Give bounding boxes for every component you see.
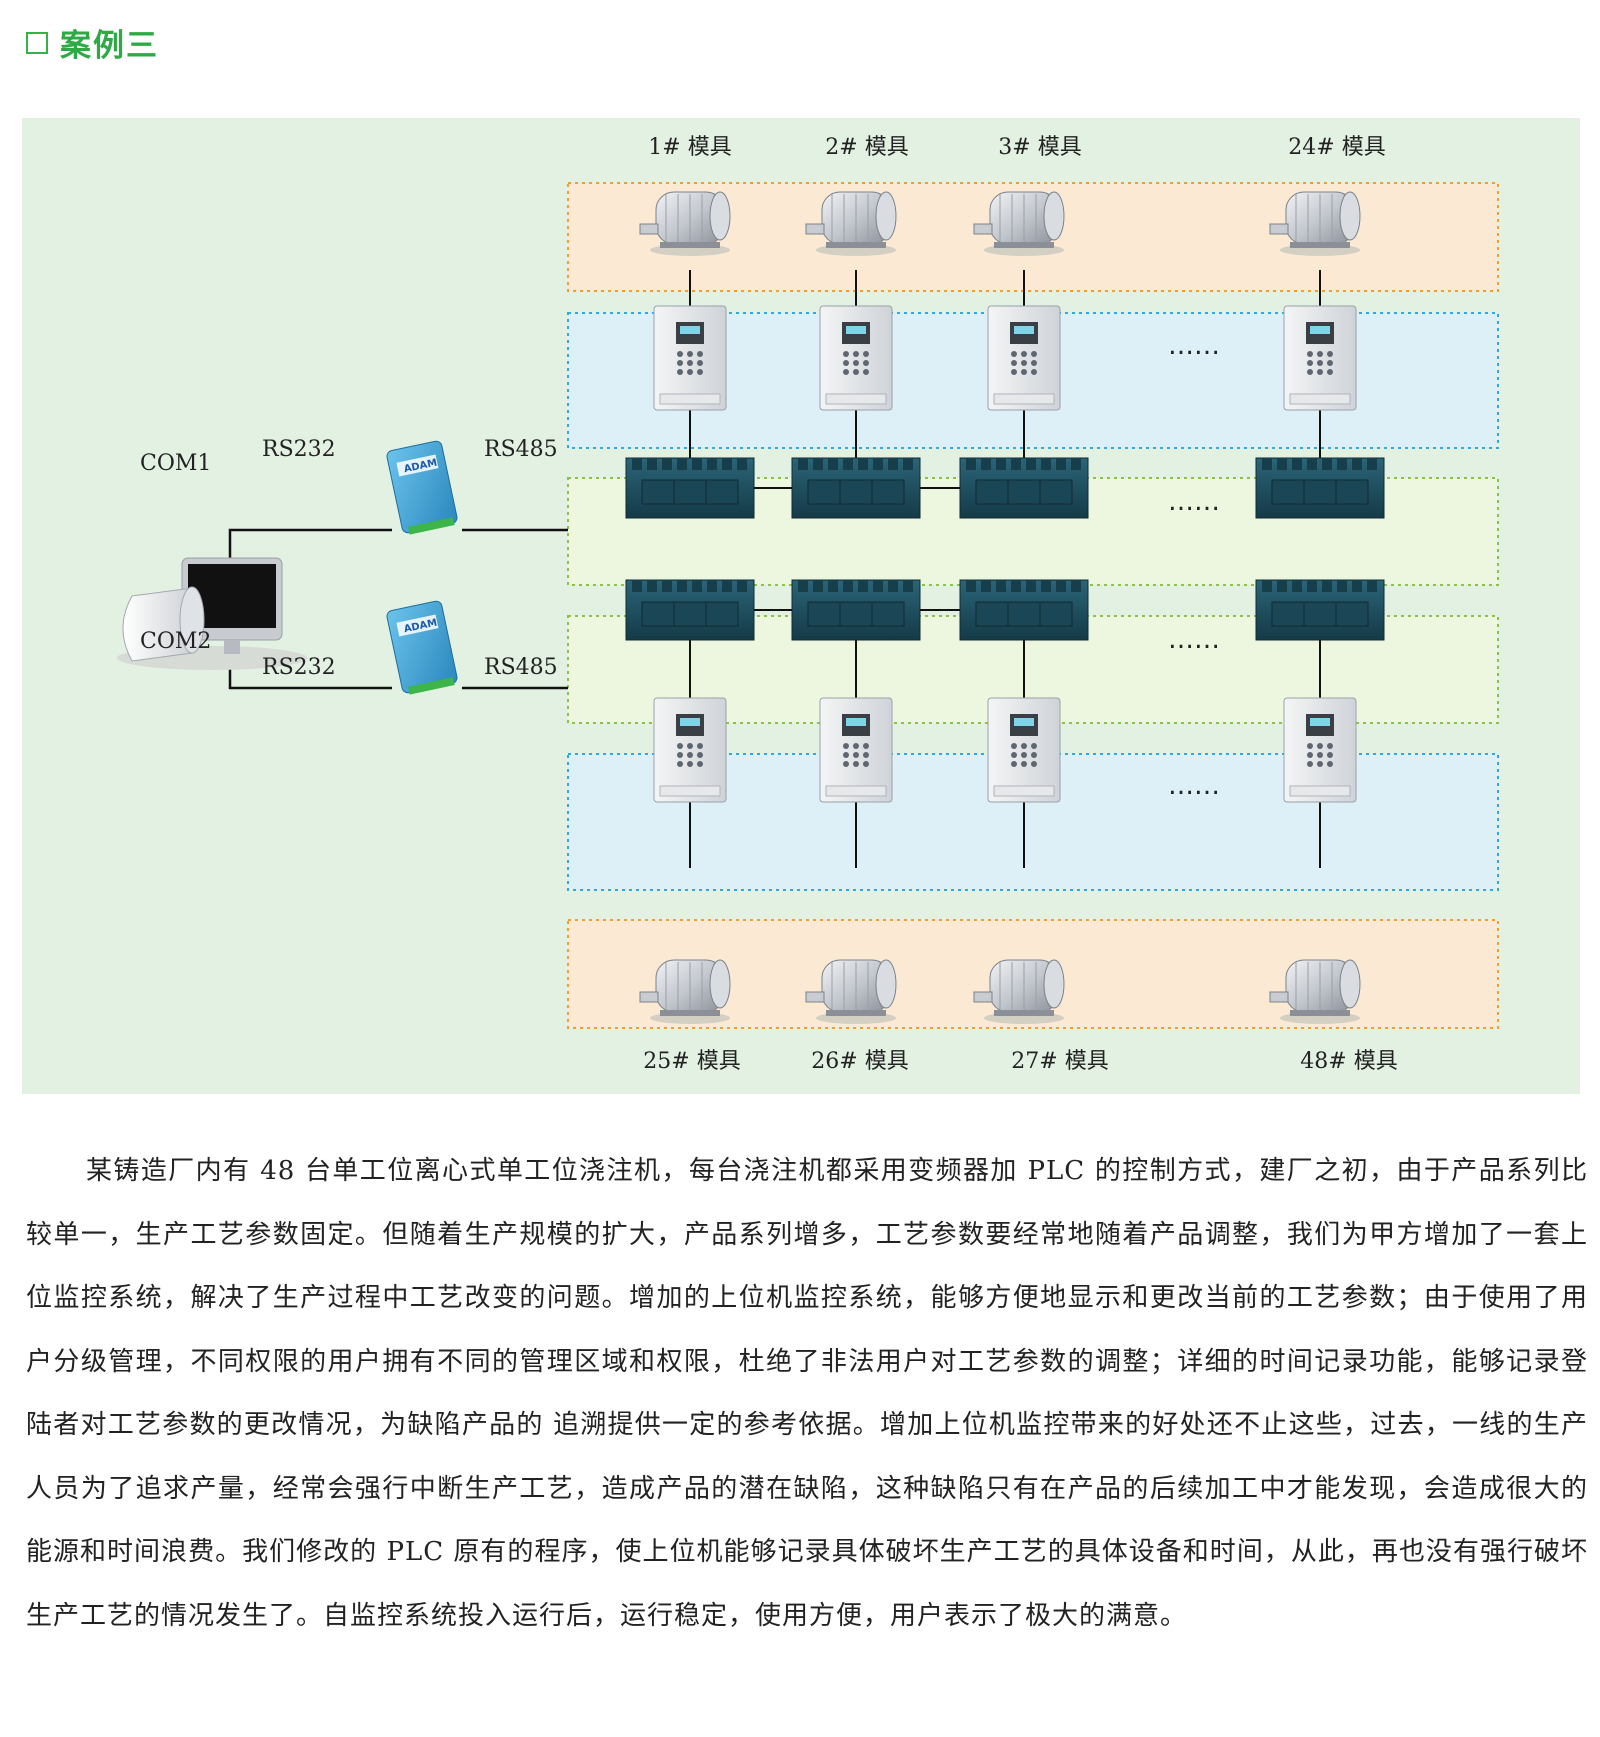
mold-label-bottom-3: 27# 模具 bbox=[1011, 1049, 1108, 1074]
computer-icon bbox=[117, 557, 307, 670]
mold-label-top-3: 3# 模具 bbox=[998, 135, 1081, 160]
mold-label-top-1: 1# 模具 bbox=[648, 135, 731, 160]
device-columns bbox=[625, 191, 1385, 1024]
inverter-icon-bottom-3 bbox=[987, 697, 1061, 803]
mold-label-bottom-4: 48# 模具 bbox=[1300, 1049, 1397, 1074]
plc-icon-top-3 bbox=[959, 457, 1089, 519]
mold-label-top-4: 24# 模具 bbox=[1288, 135, 1385, 160]
motor-icon-bottom-1 bbox=[639, 959, 731, 1024]
plc-icon-top-2 bbox=[791, 457, 921, 519]
mold-label-top-2: 2# 模具 bbox=[825, 135, 908, 160]
plc-icon-bottom-3 bbox=[959, 579, 1089, 641]
inverter-icon-top-4 bbox=[1283, 305, 1357, 411]
ellipsis-plc-top: …… bbox=[1168, 487, 1220, 517]
ellipsis-drive-bottom: …… bbox=[1168, 771, 1220, 801]
motor-icon-top-1 bbox=[639, 191, 731, 256]
com2-label: COM2 bbox=[140, 629, 211, 654]
plc-icon-bottom-2 bbox=[791, 579, 921, 641]
rs232-label-bottom: RS232 bbox=[262, 655, 336, 680]
rs485-label-top: RS485 bbox=[484, 437, 558, 462]
inverter-icon-bottom-2 bbox=[819, 697, 893, 803]
case-description: 某铸造厂内有 48 台单工位离心式单工位浇注机，每台浇注机都采用变频器加 PLC… bbox=[26, 1156, 1588, 1631]
ellipsis-drive-top: …… bbox=[1168, 331, 1220, 361]
rs232-label-top: RS232 bbox=[262, 437, 336, 462]
motor-icon-top-3 bbox=[973, 191, 1065, 256]
plc-icon-top-1 bbox=[625, 457, 755, 519]
plc-icon-bottom-1 bbox=[625, 579, 755, 641]
motor-icon-bottom-2 bbox=[805, 959, 897, 1024]
plc-icon-top-4 bbox=[1255, 457, 1385, 519]
motor-icon-bottom-4 bbox=[1269, 959, 1361, 1024]
inverter-icon-top-3 bbox=[987, 305, 1061, 411]
ellipsis-plc-bottom: …… bbox=[1168, 625, 1220, 655]
plc-icon-bottom-4 bbox=[1255, 579, 1385, 641]
mold-label-bottom-1: 25# 模具 bbox=[643, 1049, 740, 1074]
rs485-label-bottom: RS485 bbox=[484, 655, 558, 680]
section-title: 案例三 bbox=[60, 28, 159, 64]
inverter-icon-bottom-4 bbox=[1283, 697, 1357, 803]
motor-icon-bottom-3 bbox=[973, 959, 1065, 1024]
checkbox-square-icon bbox=[26, 31, 48, 54]
com1-rs232-line bbox=[228, 528, 392, 558]
adam-converter-bottom: ADAM bbox=[386, 600, 458, 695]
adam-converter-top: ADAM bbox=[386, 440, 458, 535]
motor-icon-top-2 bbox=[805, 191, 897, 256]
motor-icon-top-4 bbox=[1269, 191, 1361, 256]
system-diagram: ADAM ADAM COM1 COM2 RS232 RS232 RS485 RS… bbox=[22, 118, 1580, 1094]
inverter-icon-top-2 bbox=[819, 305, 893, 411]
inverter-icon-top-1 bbox=[653, 305, 727, 411]
section-heading: 案例三 bbox=[26, 20, 159, 65]
mold-label-bottom-2: 26# 模具 bbox=[811, 1049, 908, 1074]
inverter-icon-bottom-1 bbox=[653, 697, 727, 803]
com1-label: COM1 bbox=[140, 451, 211, 476]
